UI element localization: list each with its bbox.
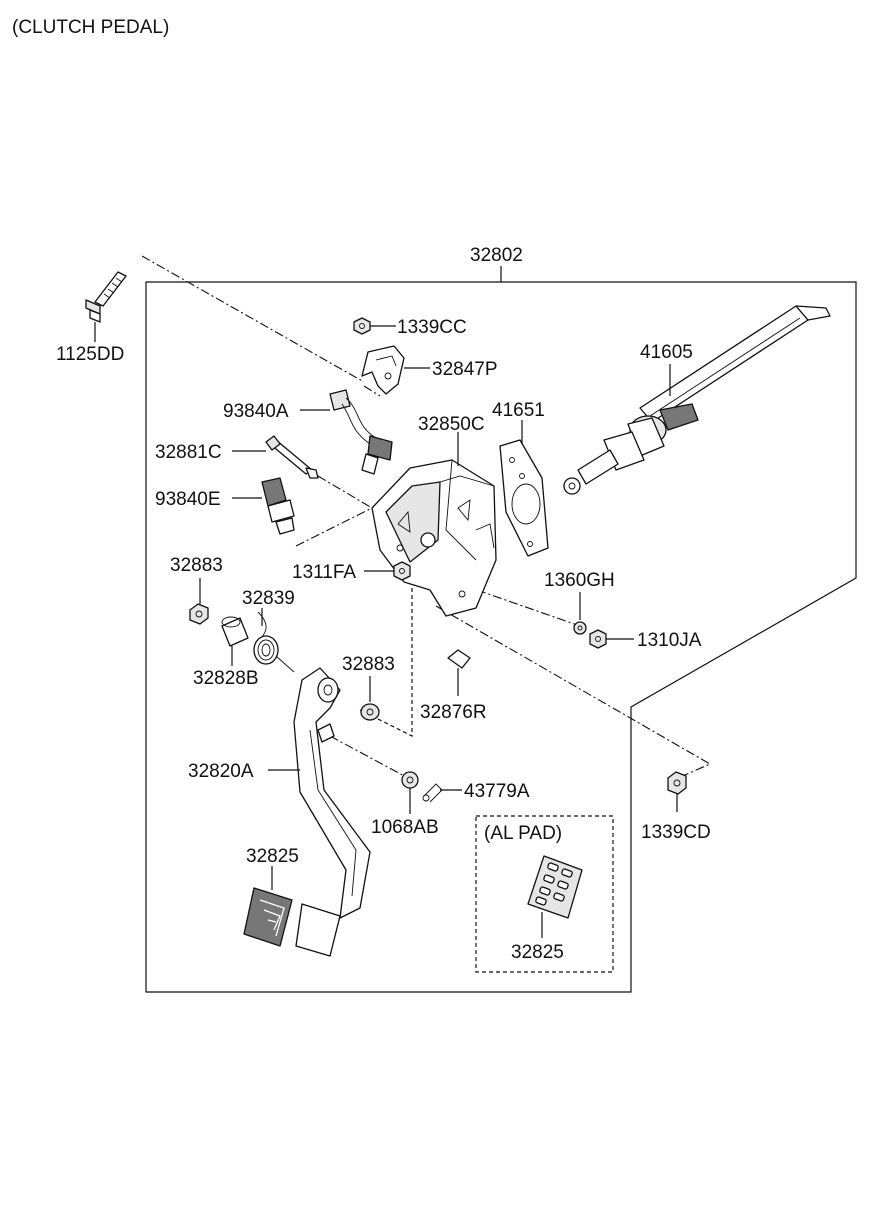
- bracket-32847P: [361, 345, 405, 395]
- dashline-cd: [435, 605, 712, 779]
- master-cylinder-41605: [563, 305, 831, 495]
- nut-1311FA: [393, 561, 411, 581]
- callout-32881C: 32881C: [155, 442, 222, 463]
- dashline-bracket: [363, 385, 381, 397]
- callout-32825-rubber: 32825: [246, 846, 299, 867]
- callout-32850C: 32850C: [418, 414, 485, 435]
- washer-32883-lower: [360, 703, 380, 721]
- callout-32883-lower: 32883: [342, 654, 395, 675]
- clip-43779A: [422, 783, 443, 803]
- assembly-boundary: [145, 281, 857, 993]
- callout-43779A: 43779A: [464, 781, 530, 802]
- pedal-pad-32825-rubber: [243, 887, 293, 947]
- nut-1310JA: [589, 629, 607, 649]
- callout-32820A: 32820A: [188, 761, 254, 782]
- pedal-bracket-32850C: [371, 459, 497, 617]
- bushing-32828B: [221, 616, 249, 647]
- callout-1068AB: 1068AB: [371, 817, 439, 838]
- callout-41651: 41651: [492, 400, 545, 421]
- pin-32881C: [265, 435, 319, 479]
- callout-1339CD: 1339CD: [641, 822, 711, 843]
- nut-1339CC: [353, 317, 371, 335]
- washer-1360GH: [573, 621, 587, 635]
- pedal-pad-32825-al: [527, 855, 583, 919]
- dotline-shaft: [359, 574, 413, 737]
- bolt-1125DD: [85, 271, 127, 323]
- diagram-title: (CLUTCH PEDAL): [12, 17, 169, 38]
- callout-93840A: 93840A: [223, 401, 289, 422]
- callout-1360GH: 1360GH: [544, 570, 615, 591]
- callout-1311FA: 1311FA: [292, 562, 356, 583]
- callout-32839: 32839: [242, 588, 295, 609]
- spring-32839: [253, 611, 295, 673]
- callout-93840E: 93840E: [155, 489, 221, 510]
- dashline-bolt: [141, 255, 365, 383]
- callout-32876R: 32876R: [420, 702, 487, 723]
- sensor-93840E: [261, 477, 295, 535]
- pedal-arm-32820A: [293, 667, 371, 957]
- dashline-pin: [317, 475, 373, 509]
- al-pad-label: (AL PAD): [484, 823, 562, 844]
- callout-32847P: 32847P: [432, 359, 498, 380]
- switch-93840A: [329, 389, 393, 475]
- al-pad-box: [475, 815, 614, 973]
- washer-1068AB: [401, 771, 419, 789]
- gasket-41651: [499, 439, 549, 557]
- dashline-nut: [476, 589, 581, 627]
- nut-1339CD: [667, 771, 687, 795]
- dashline-sensor: [295, 507, 373, 547]
- callout-1339CC: 1339CC: [397, 317, 467, 338]
- callout-41605: 41605: [640, 342, 693, 363]
- nut-32883-upper: [189, 603, 209, 625]
- dashline-washer: [329, 735, 409, 779]
- callout-32825-al: 32825: [511, 942, 564, 963]
- callout-32883-upper: 32883: [170, 555, 223, 576]
- stopper-32876R: [447, 649, 471, 669]
- callout-1310JA: 1310JA: [637, 630, 702, 651]
- callout-32828B: 32828B: [193, 668, 259, 689]
- callout-1125DD: 1125DD: [56, 344, 124, 365]
- callout-32802: 32802: [470, 245, 523, 266]
